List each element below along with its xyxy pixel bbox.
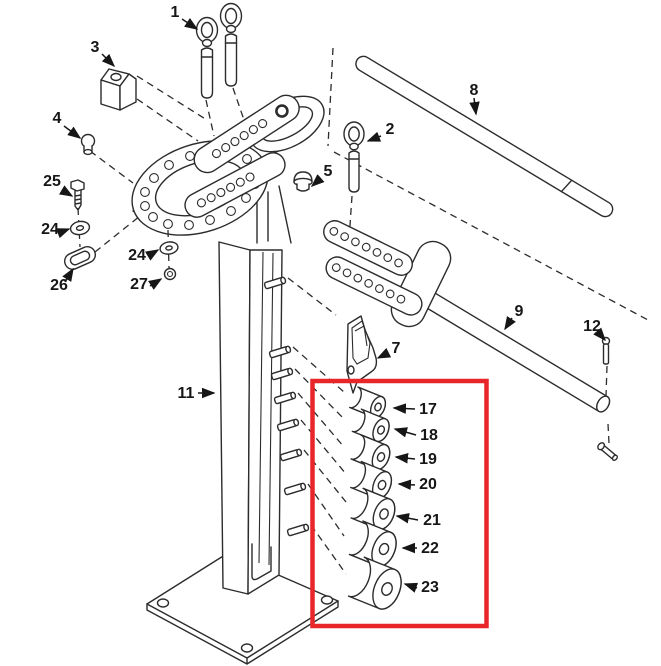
column-pegs — [263, 276, 310, 537]
column-post — [218, 241, 283, 595]
part-label-24a: 24 — [41, 221, 59, 238]
roller-21 — [350, 487, 396, 530]
part-label-27: 27 — [130, 276, 148, 293]
eye-pin-2 — [343, 121, 365, 193]
part-label-25: 25 — [43, 173, 61, 190]
pad-part-26 — [63, 246, 97, 270]
part-label-8: 8 — [470, 82, 479, 99]
part-label-24b: 24 — [128, 247, 146, 264]
part-label-7: 7 — [392, 340, 401, 357]
roller-19 — [350, 434, 391, 471]
roller-17 — [349, 386, 387, 419]
fork-arm-9 — [323, 220, 611, 413]
part-label-26: 26 — [50, 277, 68, 294]
part-label-2: 2 — [386, 121, 395, 138]
part-label-4: 4 — [53, 110, 62, 127]
part-label-18: 18 — [420, 427, 438, 444]
part-label-3: 3 — [91, 39, 100, 56]
roller-23 — [347, 556, 402, 610]
part-label-20: 20 — [419, 476, 437, 493]
block-part-3 — [100, 68, 137, 111]
hook-bracket-7 — [346, 315, 378, 394]
roller-stack — [347, 386, 402, 610]
washer-part-24a — [69, 220, 91, 236]
washer-part-24b — [159, 241, 179, 255]
part-label-1: 1 — [171, 4, 180, 21]
base-plate — [146, 552, 339, 665]
pin-part-4 — [80, 133, 96, 156]
pin-part-12 — [597, 336, 618, 461]
upper-slotted-arm — [193, 94, 300, 174]
cap-part-5 — [293, 171, 313, 192]
part-label-17: 17 — [419, 401, 437, 418]
part-label-12: 12 — [583, 318, 601, 335]
callouts: 1 3 4 25 24 26 24 27 2 5 8 9 12 7 11 17 … — [41, 4, 606, 596]
assembly-guide-lines — [77, 47, 649, 575]
handle-rod-8 — [355, 55, 614, 218]
screw-part-25 — [70, 179, 85, 211]
roller-18 — [351, 408, 390, 443]
highlight-box — [310, 378, 489, 629]
part-label-9: 9 — [515, 303, 524, 320]
eye-pin-1a — [195, 16, 219, 99]
part-label-19: 19 — [419, 451, 437, 468]
part-label-22: 22 — [421, 540, 439, 557]
nut-part-27 — [163, 267, 177, 281]
part-label-23: 23 — [421, 579, 439, 596]
part-label-11: 11 — [178, 385, 195, 402]
eye-pin-1b — [219, 2, 243, 87]
part-label-5: 5 — [324, 163, 333, 180]
roller-20 — [350, 460, 393, 500]
lower-slotted-arm — [184, 152, 286, 218]
part-label-21: 21 — [423, 512, 441, 529]
bender-head-assembly — [131, 94, 325, 244]
